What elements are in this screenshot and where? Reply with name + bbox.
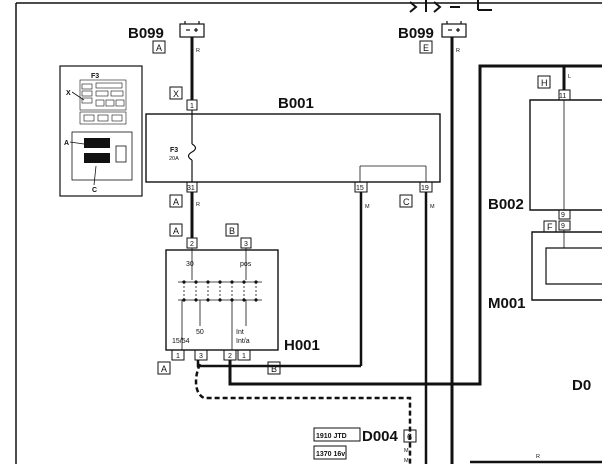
battery-right-icon — [441, 21, 467, 38]
inset-fuse-grid — [79, 79, 127, 125]
module-m001: M001 — [488, 231, 602, 312]
battery-right: B099 E R — [398, 21, 467, 54]
wire-color-d004-m2: M — [404, 458, 409, 464]
connector-h: H — [541, 78, 548, 88]
inset-label-x: X — [66, 90, 71, 97]
battery-left-label: B099 — [128, 25, 164, 42]
inset-label-a: A — [64, 140, 69, 147]
fusebox-locator-inset: F3 X A C — [59, 65, 143, 197]
switch-label-50: 50 — [196, 329, 204, 336]
b001-label: B001 — [278, 95, 314, 112]
h001-pin-1a: 1 — [176, 353, 180, 360]
connector-a-low: A — [173, 226, 179, 236]
d004-pin: 6 — [407, 432, 412, 442]
relay-box-b002: H L 11 B002 9 F 9 — [488, 66, 602, 248]
pin-9a: 9 — [561, 212, 565, 219]
wire-color-bottom-r: R — [536, 454, 540, 460]
battery-left-icon — [179, 21, 205, 38]
connector-a-bottom: A — [161, 364, 167, 374]
wire-color-d004-m1: M — [404, 448, 409, 454]
connector-b-bottom: B — [271, 364, 277, 374]
ignition-switch-h001: 2 3 30 pos — [165, 237, 320, 361]
connector-f: F — [547, 222, 553, 232]
fuse-name: F3 — [170, 147, 178, 154]
b001-pin-19: 19 — [421, 185, 429, 192]
h001-pin-3-top: 3 — [244, 241, 248, 248]
battery-left: B099 A R — [128, 21, 205, 54]
pin-9b: 9 — [561, 223, 565, 230]
inset-title: F3 — [91, 73, 99, 80]
pin-11: 11 — [559, 93, 566, 100]
b001-pin-1: 1 — [190, 103, 194, 110]
partial-d0-label: D0 — [572, 377, 591, 394]
switch-contact-dots — [182, 280, 258, 302]
top-cropped-marks — [409, 0, 492, 13]
b001-pin-15: 15 — [356, 185, 364, 192]
m001-label: M001 — [488, 295, 526, 312]
switch-label-1554: 15/54 — [172, 338, 190, 345]
wire-color-h: L — [568, 74, 571, 80]
wire-color-battery-left: R — [196, 48, 200, 54]
connector-x: X — [173, 89, 179, 99]
wire-h001-dashed-ground — [194, 363, 412, 464]
fuse-rating: 20A — [169, 156, 179, 162]
inset-bottom-block — [71, 131, 133, 181]
h001-pin-3: 3 — [199, 353, 203, 360]
inset-label-c: C — [92, 187, 97, 194]
battery-right-label: B099 — [398, 25, 434, 42]
h001-pin-2-top: 2 — [190, 241, 194, 248]
switch-label-30: 30 — [186, 261, 194, 268]
h001-label: H001 — [284, 337, 320, 354]
wire-h001-pin2-to-right — [228, 64, 602, 386]
b002-label: B002 — [488, 196, 524, 213]
wire-color-battery-right: R — [456, 48, 460, 54]
engine-variant-2: 1370 16v — [316, 451, 345, 458]
d004-label: D004 — [362, 428, 399, 445]
h001-pin-2: 2 — [228, 353, 232, 360]
connector-c-mid: C — [403, 197, 410, 207]
connector-e-top: E — [423, 43, 429, 53]
connector-b-low: B — [229, 226, 235, 236]
switch-label-int-a: Int/a — [236, 338, 250, 345]
connector-a-top: A — [156, 43, 162, 53]
wire-color-19: M — [430, 204, 435, 210]
ground-d004: 1910 JTD 1370 16v D004 6 M M — [313, 427, 417, 464]
engine-variant-1: 1910 JTD — [316, 433, 347, 440]
wire-color-15: M — [365, 204, 370, 210]
fuse-f3-icon — [187, 143, 197, 161]
page-frame — [15, 2, 602, 464]
wire-color-r-below: R — [196, 202, 200, 208]
switch-label-int: Int — [236, 329, 244, 336]
h001-pin-1b: 1 — [242, 353, 246, 360]
b001-pin-31: 31 — [187, 185, 195, 192]
fuse-box-b001: B001 F3 20A — [145, 95, 441, 183]
connector-a-mid: A — [173, 197, 179, 207]
